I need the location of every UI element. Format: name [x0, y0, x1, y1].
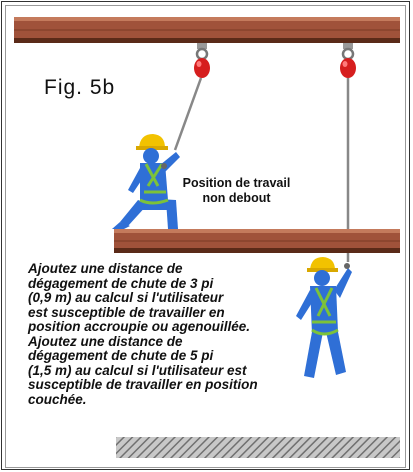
note-line: (0,9 m) au calcul si l'utilisateur	[28, 290, 224, 305]
crouching-worker-icon	[112, 134, 180, 229]
standing-worker-icon	[296, 257, 352, 378]
top-beam-icon	[14, 17, 400, 43]
note-line: susceptible de travailler en position	[28, 377, 258, 392]
figure-inner-border	[5, 5, 406, 468]
note-line: Ajoutez une distance de	[28, 261, 183, 276]
position-label-line: non debout	[202, 191, 271, 205]
shock-absorber-icon	[340, 58, 356, 78]
note-line: dégagement de chute de 5 pi	[28, 348, 214, 363]
figure-label: Fig. 5b	[44, 76, 116, 99]
anchor-icon	[341, 43, 355, 61]
note-line: Ajoutez une distance de	[28, 333, 183, 349]
note-line: (1,5 m) au calcul si l'utilisateur est	[28, 362, 247, 378]
shock-absorber-icon	[194, 58, 210, 78]
note-line: est susceptible de travailler en	[28, 304, 225, 320]
note-line: couchée.	[28, 391, 87, 407]
platform-beam-icon	[114, 229, 400, 253]
note-line: dégagement de chute de 3 pi	[28, 275, 214, 291]
position-label: Position de travail non debout	[179, 176, 294, 206]
clearance-note: Ajoutez une distance de dégagement de ch…	[28, 261, 338, 407]
position-label-line: Position de travail	[182, 176, 291, 190]
note-line: position accroupie ou agenouillée.	[28, 319, 251, 334]
ground-icon	[116, 437, 400, 458]
anchor-icon	[195, 43, 209, 61]
